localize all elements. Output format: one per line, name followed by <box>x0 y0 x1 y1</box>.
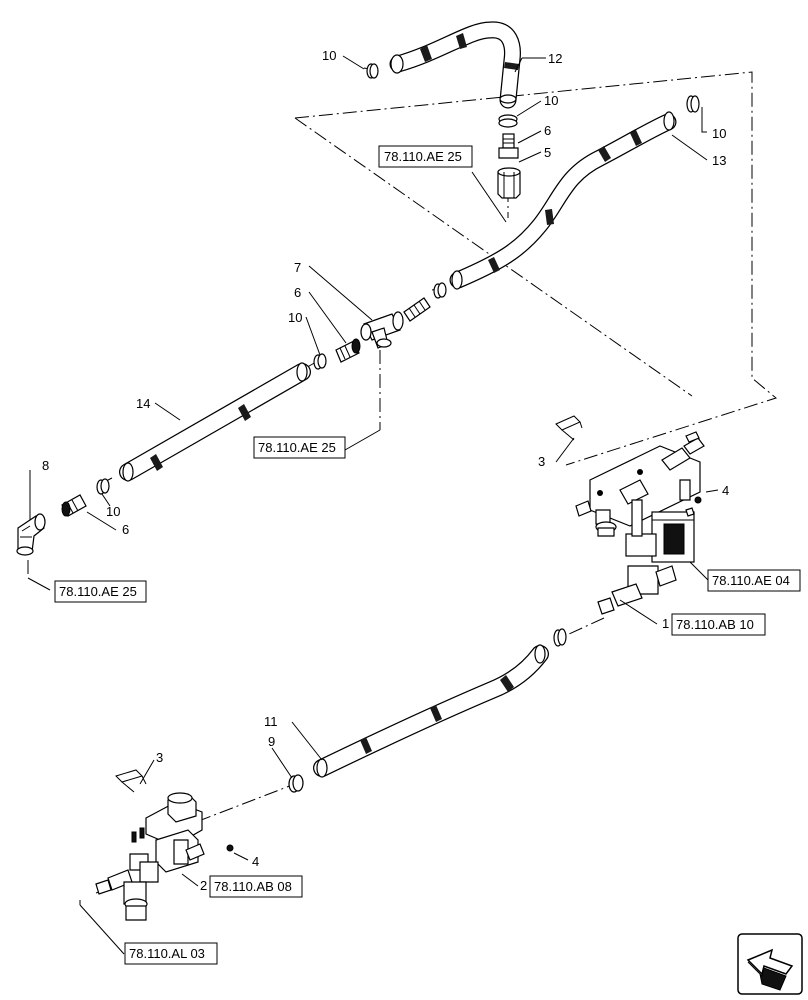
callout-10: 10 <box>106 504 120 519</box>
callout-5: 5 <box>544 145 551 160</box>
callout-8: 8 <box>42 458 49 473</box>
callout-6: 6 <box>294 285 301 300</box>
clamp-9 <box>288 774 304 793</box>
ref-label[interactable]: 78.110.AB 10 <box>676 617 754 632</box>
callout-10: 10 <box>544 93 558 108</box>
reference-ab10[interactable]: 78.110.AB 10 <box>671 613 766 636</box>
u-bolt-3-right <box>555 415 583 441</box>
fitting-6-near-tee <box>403 297 431 322</box>
valve-assembly-2 <box>95 792 205 921</box>
clamp-10-lower <box>553 628 567 647</box>
clamp-10-near-tee <box>433 282 447 299</box>
callout-10: 10 <box>712 126 726 141</box>
fitting-6-left <box>61 494 87 517</box>
ref-label[interactable]: 78.110.AE 25 <box>258 440 336 455</box>
fitting-6-vertical <box>498 133 519 159</box>
next-page-arrow-icon[interactable] <box>737 933 803 995</box>
clamp-10-top <box>366 63 379 79</box>
ref-label[interactable]: 78.110.AB 08 <box>214 879 292 894</box>
hose-12 <box>389 21 521 109</box>
nut-4-left <box>226 844 234 852</box>
callout-12: 12 <box>548 51 562 66</box>
callout-9: 9 <box>268 734 275 749</box>
callout-2: 2 <box>200 878 207 893</box>
elbow-8 <box>16 513 46 556</box>
callout-4: 4 <box>252 854 259 869</box>
reference-ae04[interactable]: 78.110.AE 04 <box>707 569 801 592</box>
ref-label[interactable]: 78.110.AE 04 <box>712 573 790 588</box>
callout-14: 14 <box>136 396 150 411</box>
callout-6: 6 <box>122 522 129 537</box>
callout-6: 6 <box>544 123 551 138</box>
u-bolt-3-left <box>115 769 147 793</box>
callout-13: 13 <box>712 153 726 168</box>
reference-ae25-top[interactable]: 78.110.AE 25 <box>378 145 473 168</box>
reference-ae25-left[interactable]: 78.110.AE 25 <box>54 580 147 603</box>
clamp-10-mid <box>498 114 518 128</box>
callout-10: 10 <box>288 310 302 325</box>
reference-al03[interactable]: 78.110.AL 03 <box>124 942 218 965</box>
callout-7: 7 <box>294 260 301 275</box>
clamp-10-left <box>96 478 110 495</box>
clamp-10-center <box>313 353 327 370</box>
callout-10: 10 <box>322 48 336 63</box>
callout-3: 3 <box>156 750 163 765</box>
ref-label[interactable]: 78.110.AL 03 <box>129 946 205 961</box>
tee-fitting-7 <box>360 311 404 349</box>
ref-label[interactable]: 78.110.AE 25 <box>59 584 137 599</box>
callout-3: 3 <box>538 454 545 469</box>
hose-14 <box>119 362 311 482</box>
callout-4: 4 <box>722 483 729 498</box>
nut-5 <box>497 167 521 199</box>
callout-11: 11 <box>264 714 278 729</box>
nut-4-right <box>694 496 702 504</box>
fitting-6-center <box>335 338 361 363</box>
hose-11 <box>313 644 549 778</box>
ref-label[interactable]: 78.110.AE 25 <box>384 149 462 164</box>
reference-ab08[interactable]: 78.110.AB 08 <box>209 875 303 898</box>
leader-lines <box>27 55 719 955</box>
clamp-10-right <box>686 95 700 113</box>
hose-13 <box>449 111 677 290</box>
reference-ae25-mid[interactable]: 78.110.AE 25 <box>253 436 346 459</box>
valve-assembly-1 <box>575 431 705 615</box>
callout-1: 1 <box>662 616 669 631</box>
callout-labels: 10 12 10 6 5 10 13 7 6 10 14 8 10 6 3 4 … <box>42 48 729 893</box>
